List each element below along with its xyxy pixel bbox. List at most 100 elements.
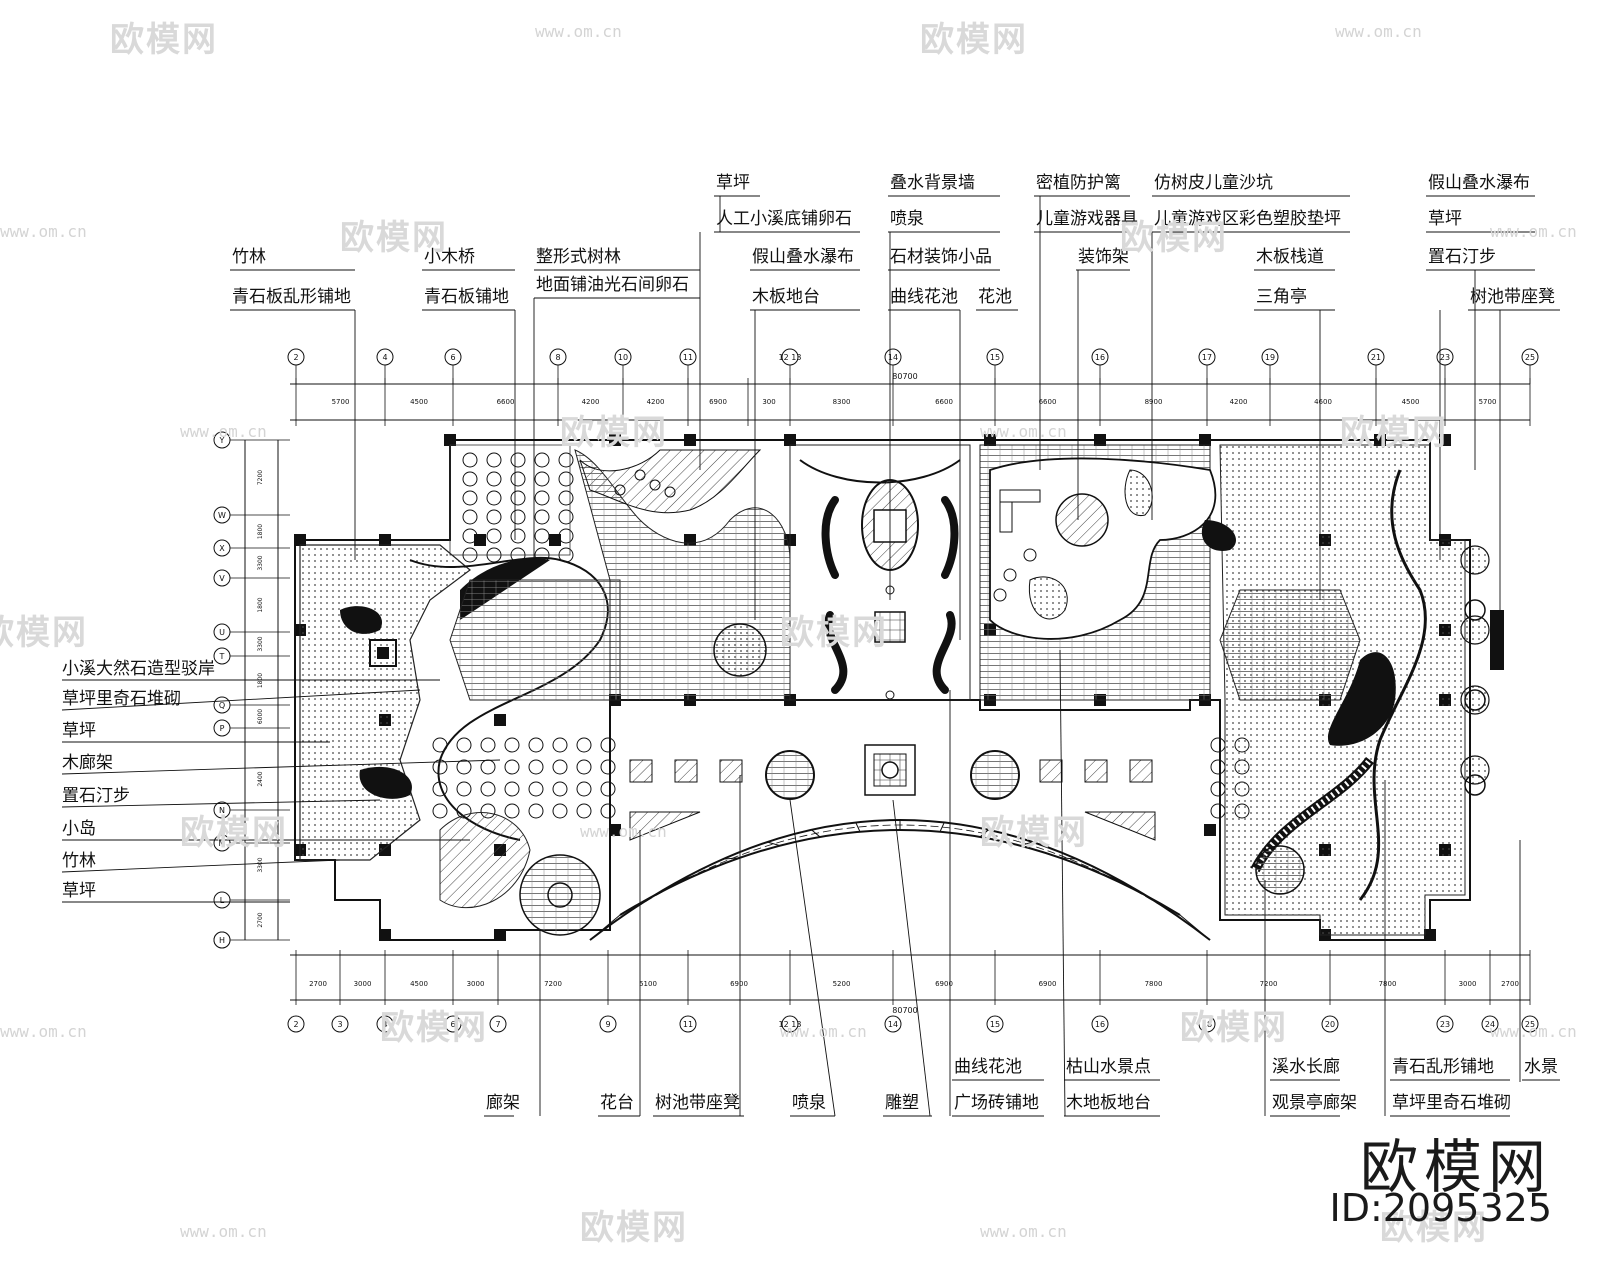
watermark-logo: 欧模网 [980,813,1088,853]
tree-symbol [504,781,520,797]
tree-symbol [510,509,526,525]
dimension-value: 6600 [1039,398,1057,406]
axis-label: 11 [683,1020,693,1029]
tree-symbol [462,490,478,506]
label-top: 整形式树林 [536,247,621,267]
tree-symbol [534,471,550,487]
tree-symbol [510,490,526,506]
dimension-value: 6900 [935,980,953,988]
tree-symbol [462,509,478,525]
tree-symbol [600,759,616,775]
tree-symbol [486,452,502,468]
label-top: 曲线花池 [890,287,958,307]
axis-bubble [781,1015,799,1033]
column [494,929,506,941]
tree-symbol [456,737,472,753]
dimension-value: 5700 [332,398,350,406]
watermark-logo: 欧模网 [1120,218,1228,258]
axis-bubble [213,931,231,949]
axis-bubble [1321,1015,1339,1033]
tree-symbol [486,471,502,487]
label-bottom: 廊架 [486,1093,520,1113]
label-top: 竹林 [232,247,266,267]
watermark-url: www.om.cn [980,1222,1067,1241]
tree-symbol [462,528,478,544]
tree-symbol [1210,759,1226,775]
axis-label: L [220,896,225,905]
leader-line [61,759,501,775]
label-top: 石材装饰小品 [890,247,992,267]
label-bottom: 溪水长廊 [1272,1057,1340,1077]
watermark-url: www.om.cn [1490,222,1577,241]
label-bottom: 广场砖铺地 [954,1093,1039,1113]
watermark-logo: 欧模网 [110,20,218,60]
axis-bubble [884,1015,902,1033]
label-bottom: 草坪里奇石堆砌 [1392,1093,1511,1113]
dimension-value: 3000 [1459,980,1477,988]
axis-label: U [219,628,225,637]
axis-bubble [376,1015,394,1033]
tree-grove [449,444,571,556]
watermark-logo: 欧模网 [0,613,88,653]
axis-bubble [1198,1015,1216,1033]
axis-bubble [1436,1015,1454,1033]
watermark-url: www.om.cn [980,422,1067,441]
tree-symbol [558,528,574,544]
watermark-url: www.om.cn [1490,1022,1577,1041]
watermark-url: www.om.cn [580,822,667,841]
dimension-value: 8300 [833,398,851,406]
axis-label: 18 [1202,1020,1212,1029]
tree-symbol [504,803,520,819]
tree-symbol [600,781,616,797]
tree-symbol [486,490,502,506]
axis-label: 12 13 [779,1020,802,1029]
dimension-value: 1800 [257,597,264,612]
label-left: 小溪大然石造型驳岸 [62,659,215,679]
axis-label: 16 [1095,353,1105,362]
label-left: 草坪里奇石堆砌 [62,689,181,709]
axis-bubble [1481,1015,1499,1033]
tree-symbol [1210,737,1226,753]
bridge-spoke [767,841,781,847]
dimension-value: 5200 [833,980,851,988]
tree-symbol [504,759,520,775]
column [294,534,306,546]
label-left: 竹林 [62,851,96,871]
tree-symbol [558,471,574,487]
overall-dimension: 80700 80700 [892,372,917,1015]
axis-label: Q [219,701,225,710]
dimension-value: 7800 [1379,980,1397,988]
dimension-value: 4500 [1402,398,1420,406]
axis-label: 8 [555,353,560,362]
tree-symbol [510,471,526,487]
tree-symbol [456,759,472,775]
dimension-value: 2700 [1501,980,1519,988]
dimension-value: 6600 [935,398,953,406]
watermark-logo: 欧模网 [1340,413,1448,453]
tree-symbol [528,781,544,797]
label-bottom: 水景 [1524,1057,1558,1077]
axis-label: 15 [990,1020,1000,1029]
tree-symbol [528,803,544,819]
dimension-value: 4600 [1314,398,1332,406]
dimension-value: 7200 [257,470,264,485]
axis-bubble [1521,1015,1539,1033]
watermark-url: www.om.cn [180,422,267,441]
tree-symbol [462,471,478,487]
axis-label: 23 [1440,353,1450,362]
tree-symbol [528,737,544,753]
watermark-logo: 欧模网 [340,218,448,258]
tree-symbol [576,781,592,797]
tree-symbol [600,803,616,819]
label-top: 小木桥 [424,247,475,267]
tree-symbol [558,452,574,468]
label-top: 草坪 [1428,209,1462,229]
label-top: 仿树皮儿童沙坑 [1154,173,1273,193]
label-bottom: 木地板地台 [1066,1093,1151,1113]
dimension-value: 1800 [257,524,264,539]
leader-line [1059,649,1066,1117]
axis-label: 14 [888,353,898,362]
watermark-logo: 欧模网 [920,20,1028,60]
dimension-value: 7200 [1260,980,1278,988]
label-top: 木板地台 [752,287,820,307]
